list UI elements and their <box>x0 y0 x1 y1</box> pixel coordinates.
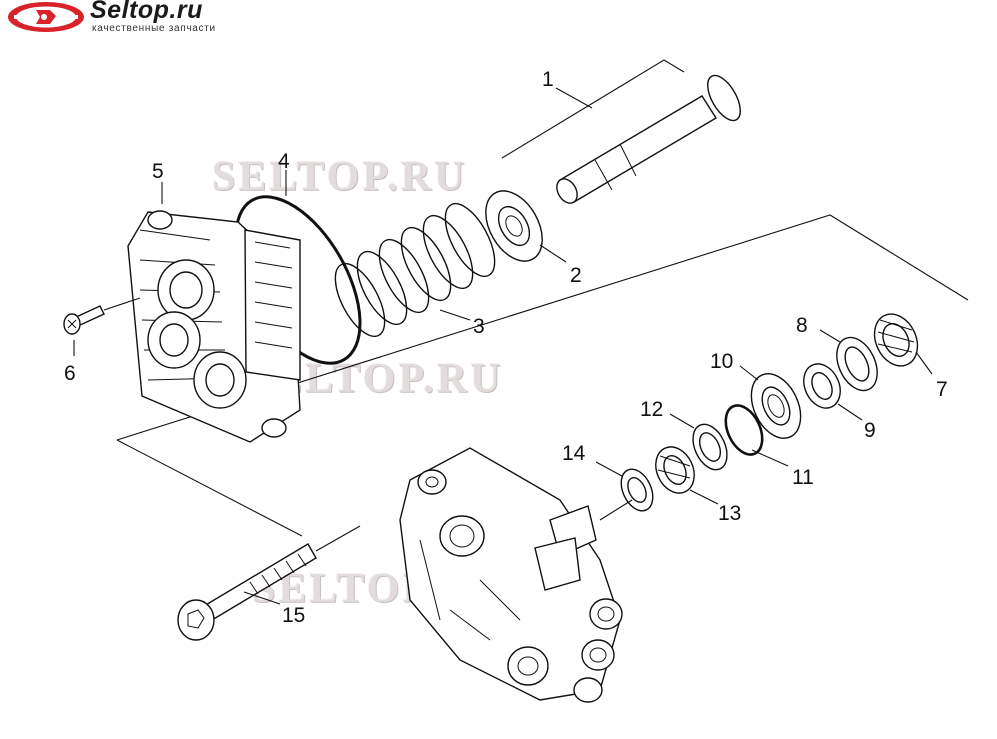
callout-1: 1 <box>542 68 554 91</box>
callout-3: 3 <box>473 315 485 338</box>
leader-line-13 <box>689 489 719 505</box>
callout-7: 7 <box>936 378 948 401</box>
callout-9: 9 <box>864 419 876 442</box>
spring-part[interactable] <box>325 196 504 344</box>
group-bracket-left <box>116 439 303 537</box>
leader-line-12 <box>669 413 695 429</box>
swash-housing-part[interactable] <box>127 210 301 443</box>
spacer-ring-part[interactable] <box>615 464 659 516</box>
brand-tagline: качественные запчасти <box>92 23 216 34</box>
group-bracket-upper <box>116 214 969 441</box>
seal-holder-part[interactable] <box>742 366 811 446</box>
piston-seal-washer-part[interactable] <box>474 181 554 271</box>
seal-ring-part[interactable] <box>797 358 847 414</box>
leader-line-9 <box>837 403 863 421</box>
callout-2: 2 <box>570 264 582 287</box>
o-ring-small-part[interactable] <box>719 400 770 461</box>
leader-line-1 <box>555 87 593 109</box>
callout-5: 5 <box>152 160 164 183</box>
leader-line-2 <box>539 244 567 263</box>
watermark: SELTOP.RU <box>212 154 468 200</box>
callout-10: 10 <box>710 350 733 373</box>
leader-line-3 <box>439 309 471 321</box>
brand-logo[interactable]: Seltop.ru качественные запчасти <box>6 0 266 36</box>
callout-14: 14 <box>562 442 586 465</box>
callout-8: 8 <box>796 314 808 337</box>
cap-ring-part[interactable] <box>866 307 925 373</box>
leader-line-7 <box>915 351 933 375</box>
leader-line-15 <box>243 591 281 605</box>
callout-15: 15 <box>282 604 305 627</box>
group-bracket-piston <box>501 59 685 159</box>
leader-line-14 <box>595 461 623 477</box>
leader-line-8 <box>819 329 841 343</box>
wrench-badge-icon <box>8 2 84 32</box>
support-ring-part[interactable] <box>686 419 733 475</box>
grooved-seal-part[interactable] <box>649 441 702 500</box>
leader-line-10 <box>739 365 759 381</box>
leader-line-11 <box>751 449 789 467</box>
brand-name: Seltop.ru <box>90 0 203 24</box>
piston-part[interactable] <box>553 70 747 206</box>
screw-part[interactable] <box>63 297 141 335</box>
callout-4: 4 <box>278 150 290 173</box>
callout-11: 11 <box>792 466 814 489</box>
socket-cap-bolt-part[interactable] <box>177 525 361 641</box>
callout-13: 13 <box>718 502 741 525</box>
flat-washer-part[interactable] <box>829 331 885 397</box>
callout-6: 6 <box>64 362 76 385</box>
callout-12: 12 <box>640 398 663 421</box>
pump-head-manifold <box>399 447 633 703</box>
